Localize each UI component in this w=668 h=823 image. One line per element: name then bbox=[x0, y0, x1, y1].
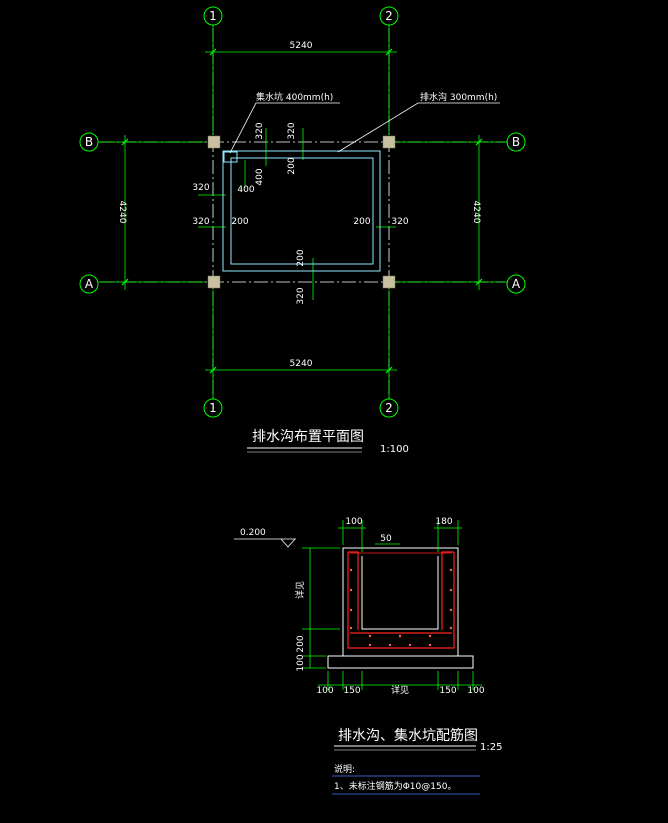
plan-scale: 1:100 bbox=[380, 444, 409, 455]
sec-dim-100-b2: 100 bbox=[467, 686, 484, 696]
sec-dim-150-b2: 150 bbox=[439, 686, 456, 696]
section-scale: 1:25 bbox=[480, 742, 502, 753]
plan-dimension-lines bbox=[98, 25, 508, 399]
level-triangle bbox=[280, 538, 296, 548]
axis-label-2-bottom: 2 bbox=[385, 401, 393, 415]
dim-320-f: 320 bbox=[296, 287, 306, 304]
sec-dim-width: 详见 bbox=[391, 684, 409, 696]
plan-dimension-ticks bbox=[121, 48, 483, 374]
column-1b bbox=[207, 135, 221, 149]
section-dimension-lines bbox=[302, 520, 482, 690]
axis-label-1-bottom: 1 bbox=[209, 401, 217, 415]
dim-4240-right: 4240 bbox=[471, 201, 481, 224]
sec-dim-200-left: 200 bbox=[296, 635, 306, 652]
dim-5240-top: 5240 bbox=[290, 41, 313, 51]
notes-title: 说明: bbox=[334, 763, 355, 775]
plan-view: 1 2 1 2 B B A A bbox=[79, 6, 526, 455]
dim-5240-bottom: 5240 bbox=[290, 359, 313, 369]
columns bbox=[207, 135, 396, 289]
dim-320-d: 320 bbox=[192, 217, 209, 227]
rebar-dots bbox=[349, 568, 453, 647]
leader-lines bbox=[229, 102, 500, 154]
note-1: 1、未标注钢筋为Φ10@150。 bbox=[334, 780, 456, 792]
sec-dim-100-top: 100 bbox=[345, 517, 362, 527]
sec-dim-50: 50 bbox=[380, 534, 392, 544]
dim-320-b: 320 bbox=[287, 122, 297, 139]
axis-label-1-top: 1 bbox=[209, 9, 217, 23]
dim-200-bottom: 200 bbox=[296, 249, 306, 266]
sec-dim-100-left: 100 bbox=[296, 654, 306, 671]
dim-320-e: 320 bbox=[391, 217, 408, 227]
drain-outer-wall bbox=[222, 150, 381, 272]
drain-channel bbox=[222, 150, 381, 272]
axis-label-a-right: A bbox=[512, 277, 521, 291]
dim-400-h: 400 bbox=[237, 185, 254, 195]
sec-dim-depth: 详见 bbox=[294, 581, 306, 599]
dim-200-left: 200 bbox=[231, 217, 248, 227]
dim-320-a: 320 bbox=[255, 122, 265, 139]
sec-dim-150-b1: 150 bbox=[343, 686, 360, 696]
base-slab bbox=[327, 655, 474, 669]
section-title: 排水沟、集水坑配筋图 bbox=[338, 727, 478, 744]
section-view: 0.200 bbox=[234, 517, 502, 795]
level-value: 0.200 bbox=[240, 528, 266, 538]
dim-200-right: 200 bbox=[353, 217, 370, 227]
plan-title: 排水沟布置平面图 bbox=[252, 429, 364, 445]
dim-400-v: 400 bbox=[255, 168, 265, 185]
sec-dim-100-b1: 100 bbox=[316, 686, 333, 696]
axis-label-a-left: A bbox=[85, 277, 94, 291]
dim-4240-left: 4240 bbox=[117, 201, 127, 224]
axis-label-b-right: B bbox=[512, 135, 520, 149]
column-1a bbox=[207, 275, 221, 289]
sec-dim-180-top: 180 bbox=[435, 517, 452, 527]
column-2b bbox=[382, 135, 396, 149]
axis-label-b-left: B bbox=[85, 135, 93, 149]
drain-inner-wall bbox=[230, 157, 374, 265]
axis-label-2-top: 2 bbox=[385, 9, 393, 23]
rebar bbox=[347, 551, 455, 649]
dim-200-top: 200 bbox=[287, 157, 297, 174]
label-drain: 排水沟 300mm(h) bbox=[420, 91, 497, 103]
dim-320-c: 320 bbox=[192, 183, 209, 193]
axis-bubbles bbox=[79, 6, 526, 418]
grid-axis-lines bbox=[100, 28, 505, 398]
column-2a bbox=[382, 275, 396, 289]
channel-section bbox=[342, 547, 459, 657]
label-sump: 集水坑 400mm(h) bbox=[256, 91, 333, 103]
